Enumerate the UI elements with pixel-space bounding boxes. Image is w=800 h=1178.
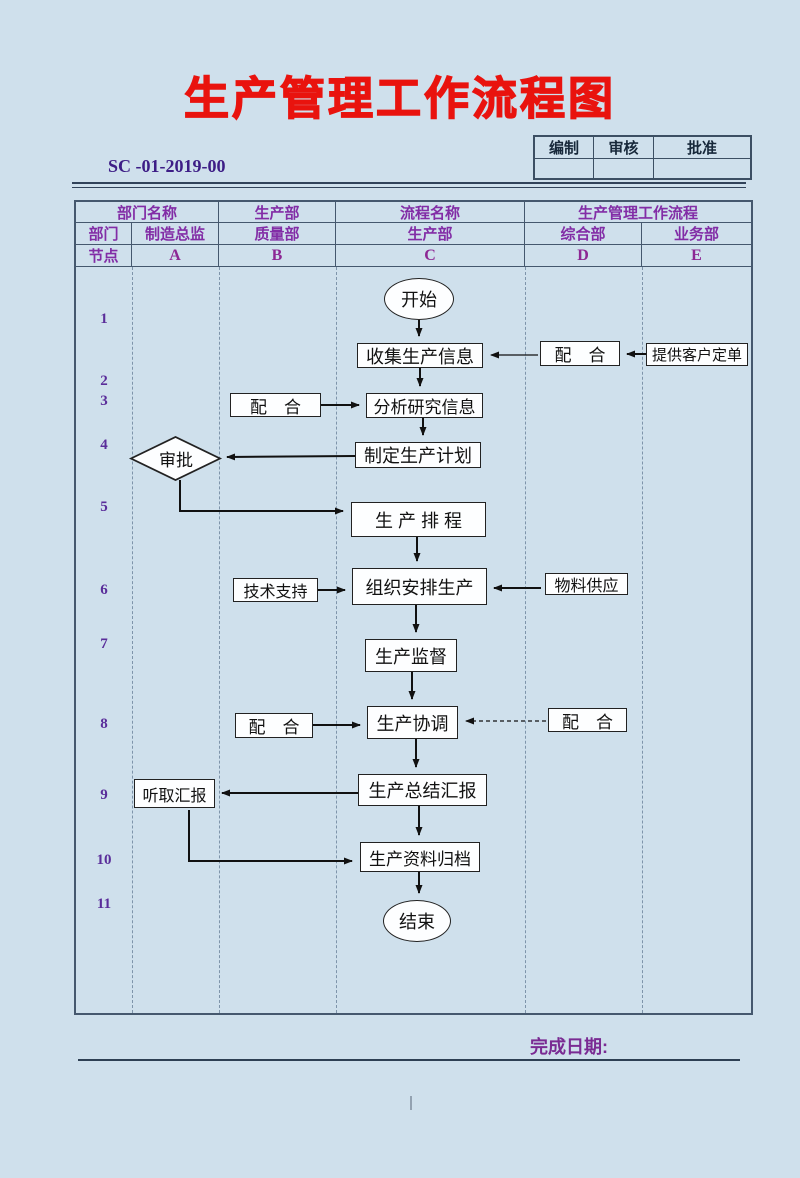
flow-node-collect-info: 收集生产信息 — [357, 343, 483, 368]
flow-node-summary-report: 生产总结汇报 — [358, 774, 487, 806]
flow-node-start: 开始 — [384, 278, 454, 320]
approval-cell-empty — [654, 159, 750, 180]
node-number-5: 5 — [100, 499, 108, 515]
approval-cell-empty — [535, 159, 594, 180]
stray-mark — [410, 1096, 412, 1110]
flow-node-archive: 生产资料归档 — [360, 842, 480, 872]
cell-lane-a: A — [132, 245, 219, 266]
flow-node-cooperate-d1: 配 合 — [540, 341, 620, 366]
header-divider-line — [72, 182, 746, 188]
page-title: 生产管理工作流程图 — [183, 72, 616, 124]
cell-process-name: 流程名称 — [336, 202, 525, 222]
node-number-9: 9 — [100, 787, 108, 803]
cell-manufacture-director: 制造总监 — [132, 223, 219, 244]
lane-divider — [219, 267, 220, 1013]
node-number-8: 8 — [100, 716, 108, 732]
cell-production-dept: 生产部 — [219, 202, 336, 222]
lane-divider — [132, 267, 133, 1013]
flow-node-cooperate-b1: 配 合 — [230, 393, 321, 417]
flow-node-material: 物料供应 — [545, 573, 628, 595]
flow-node-make-plan: 制定生产计划 — [355, 442, 481, 468]
flow-node-end: 结束 — [383, 900, 451, 942]
cell-lane-b: B — [219, 245, 336, 266]
table-row-1: 部门名称 生产部 流程名称 生产管理工作流程 — [76, 202, 751, 223]
cell-dept-name: 部门名称 — [76, 202, 219, 222]
cell-process-title: 生产管理工作流程 — [577, 204, 698, 222]
flow-node-organize: 组织安排生产 — [352, 568, 487, 605]
cell-lane-c: C — [336, 245, 525, 266]
node-number-4: 4 — [100, 437, 108, 453]
flow-node-approve: 审批 — [159, 450, 193, 470]
cell-node-label: 节点 — [76, 245, 132, 266]
approval-empty-row — [535, 159, 750, 180]
flow-node-coordinate: 生产协调 — [367, 706, 458, 739]
flow-node-schedule: 生 产 排 程 — [351, 502, 486, 537]
table-row-3: 节点 A B C D E — [76, 245, 751, 267]
flow-node-cooperate-d2: 配 合 — [548, 708, 627, 732]
document-number: SC -01-2019-00 — [108, 156, 226, 176]
node-number-10: 10 — [96, 852, 112, 868]
node-number-2: 2 — [100, 373, 108, 389]
node-number-1: 1 — [100, 311, 108, 327]
approval-table: 编制 审核 批准 — [533, 135, 752, 180]
node-number-3: 3 — [100, 393, 108, 409]
flow-node-analyze-info: 分析研究信息 — [366, 393, 483, 418]
node-number-6: 6 — [100, 582, 108, 598]
flow-node-supervise: 生产监督 — [365, 639, 457, 672]
footer-line — [78, 1059, 740, 1061]
lane-divider — [336, 267, 337, 1013]
flow-node-listen-report: 听取汇报 — [134, 779, 215, 808]
swimlane-table: 部门名称 生产部 流程名称 生产管理工作流程 部门 制造总监 质量部 生产部 综… — [74, 200, 753, 1015]
approval-col-shenhe: 审核 — [594, 137, 654, 158]
approval-header-row: 编制 审核 批准 — [535, 137, 750, 159]
flow-node-tech-support: 技术支持 — [233, 578, 318, 602]
approval-cell-empty — [594, 159, 654, 180]
cell-lane-e: E — [691, 246, 702, 264]
cell-dept: 部门 — [76, 223, 132, 244]
flow-node-provide-order: 提供客户定单 — [646, 343, 748, 366]
cell-quality-dept: 质量部 — [219, 223, 336, 244]
node-number-11: 11 — [96, 896, 112, 912]
cell-production-dept-c: 生产部 — [336, 223, 525, 244]
table-row-2: 部门 制造总监 质量部 生产部 综合部 业务部 — [76, 223, 751, 245]
approval-col-pizhun: 批准 — [686, 140, 717, 157]
node-number-7: 7 — [100, 636, 108, 652]
lane-divider — [642, 267, 643, 1013]
cell-lane-d: D — [525, 245, 642, 266]
flow-node-cooperate-b2: 配 合 — [235, 713, 313, 738]
lane-divider — [525, 267, 526, 1013]
cell-business-dept: 业务部 — [673, 226, 719, 243]
cell-general-dept: 综合部 — [525, 223, 642, 244]
completion-date-label: 完成日期: — [530, 1037, 608, 1057]
approval-col-bianzhi: 编制 — [535, 137, 594, 158]
